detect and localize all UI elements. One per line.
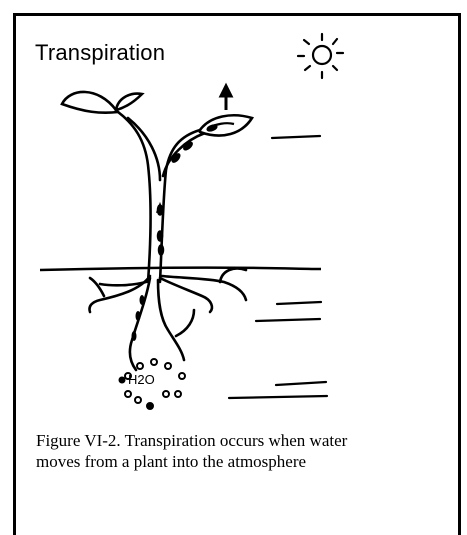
right-leaf: [200, 115, 252, 135]
root-water-marks: [132, 295, 145, 341]
water-label: H2O: [128, 372, 155, 387]
plant-roots: [89, 269, 246, 371]
plant-stem: [118, 112, 205, 282]
ground-line: [40, 268, 321, 270]
water-flow-marks: [157, 124, 218, 255]
left-leaf: [62, 92, 118, 113]
upward-arrow-icon: [221, 86, 231, 110]
sun-icon: [298, 34, 343, 78]
figure-caption: Figure VI-2. Transpiration occurs when w…: [36, 430, 356, 472]
